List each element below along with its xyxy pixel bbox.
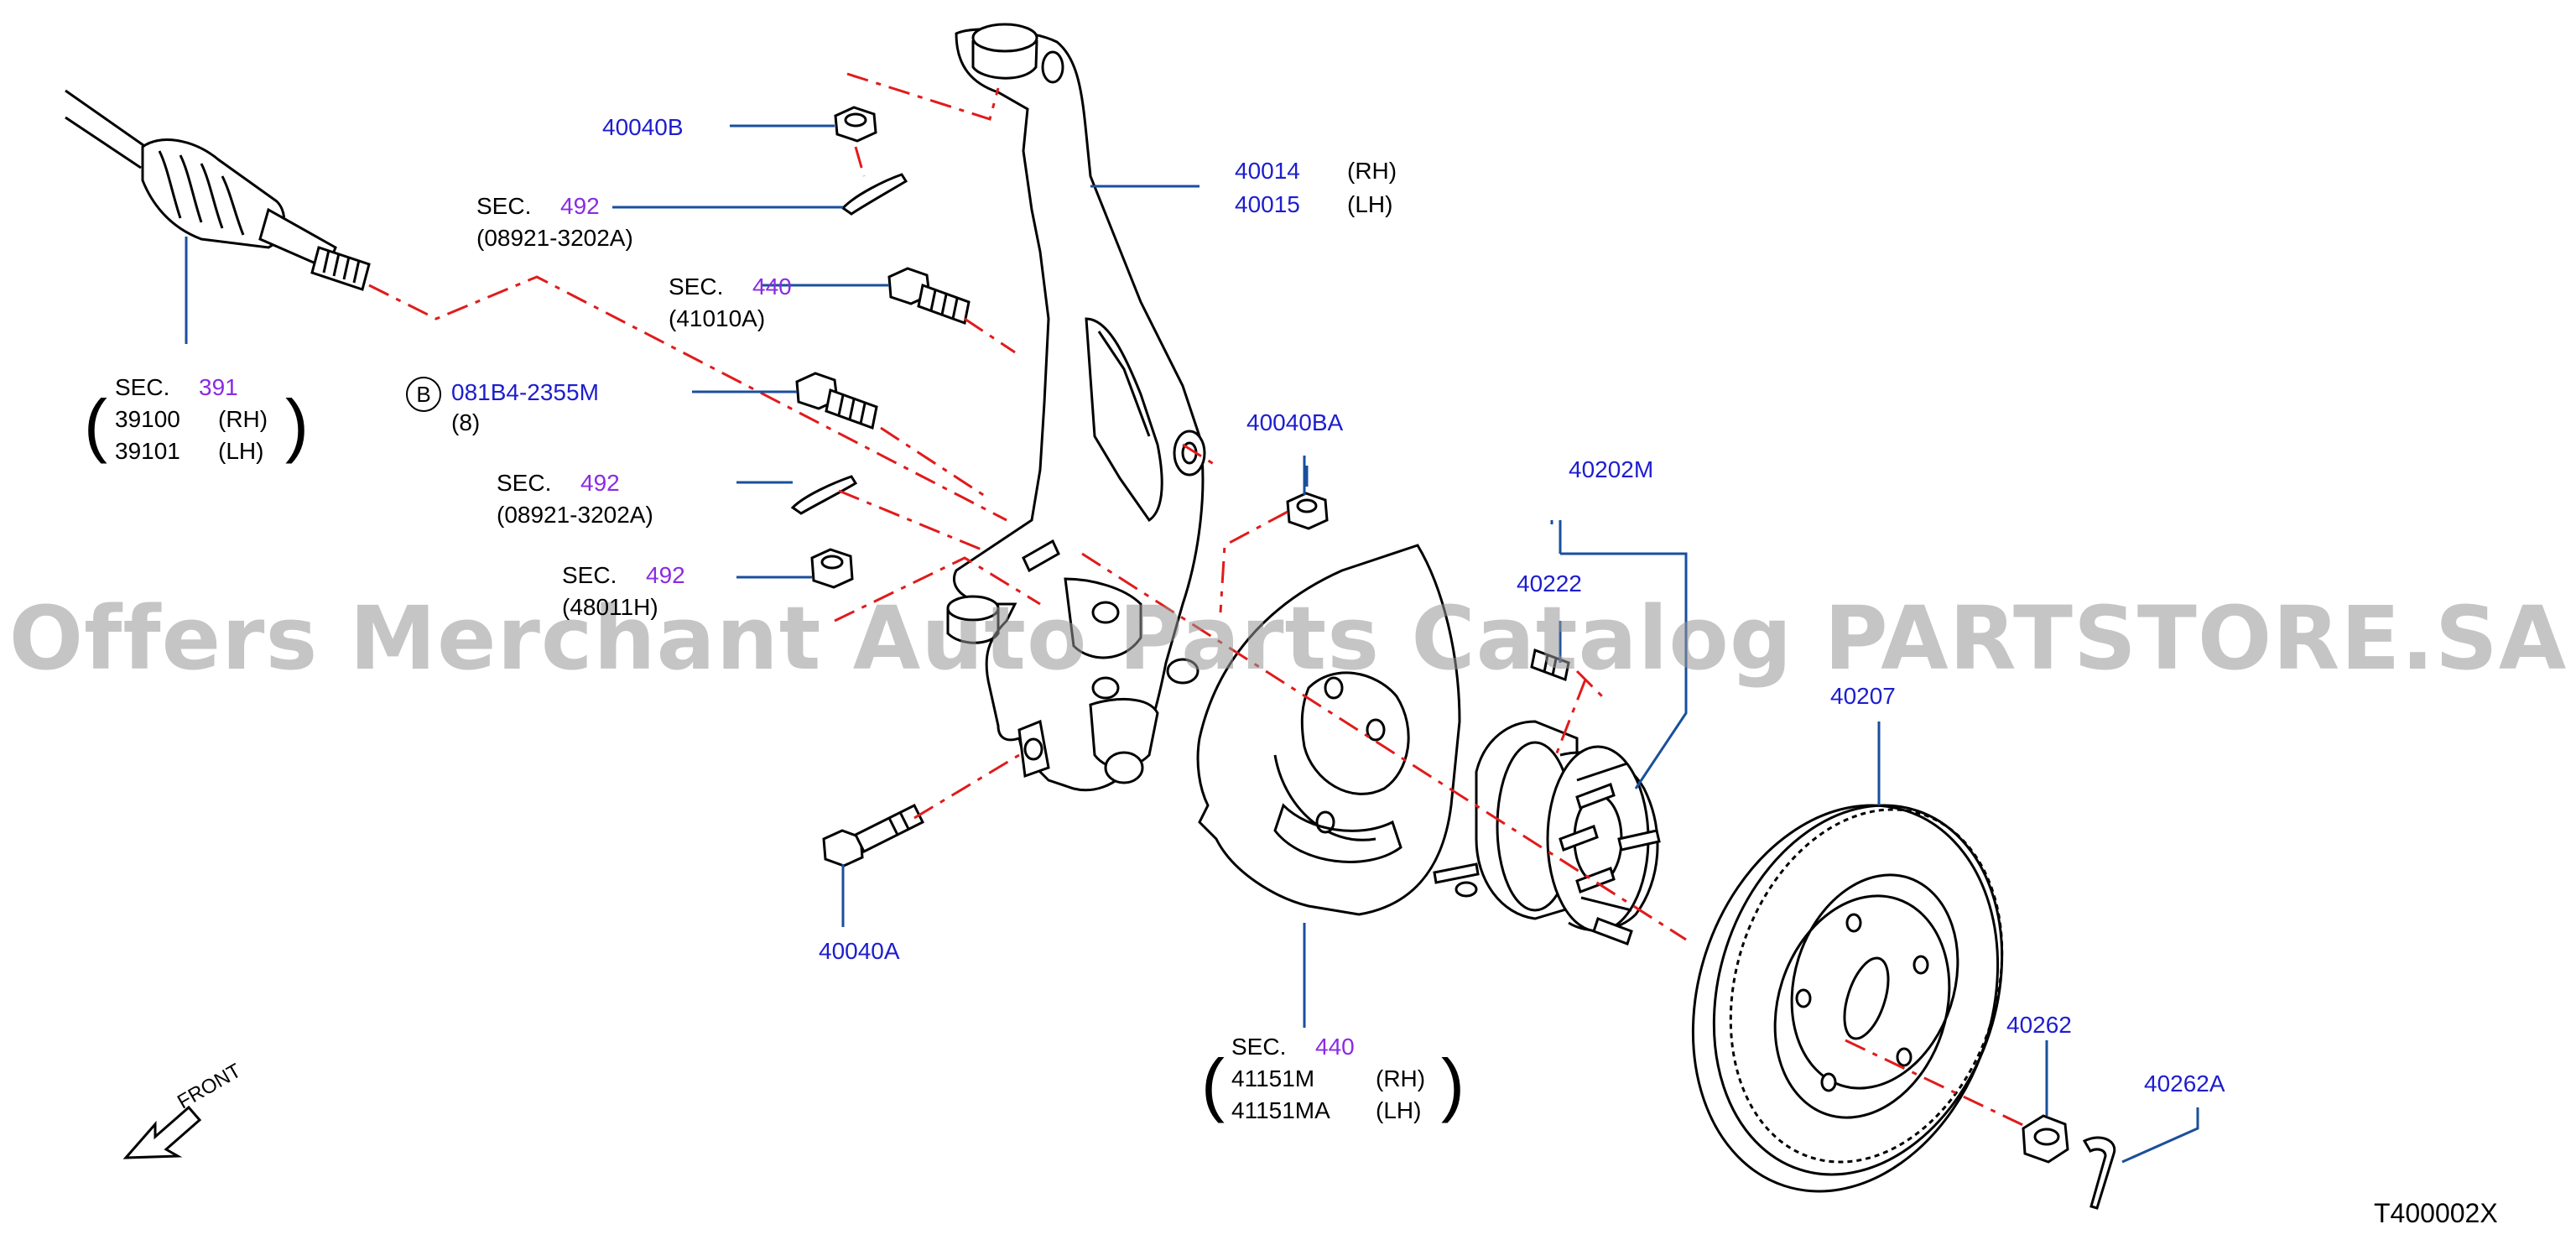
sec492-low-sub: (48011H) xyxy=(562,594,658,620)
bracket-right-41151: ) xyxy=(1441,1044,1465,1123)
sec492-mid-sub: (08921-3202A) xyxy=(497,502,653,528)
sec391-number[interactable]: 391 xyxy=(199,374,238,400)
brake-rotor[interactable] xyxy=(1645,765,2048,1231)
sec492-top-prefix: SEC. xyxy=(476,193,532,219)
callout-39100-side: (RH) xyxy=(218,406,268,432)
bracket-right-391: ) xyxy=(285,385,309,464)
bolt-b-symbol: B xyxy=(406,377,441,412)
callout-40262A[interactable]: 40262A xyxy=(2144,1070,2225,1097)
callout-40014[interactable]: 40014 xyxy=(1235,158,1300,184)
callout-40040B[interactable]: 40040B xyxy=(602,114,684,140)
sec440-top-prefix: SEC. xyxy=(669,273,724,300)
sec440-low-number[interactable]: 440 xyxy=(1315,1034,1355,1060)
hub-assembly[interactable] xyxy=(1433,720,1661,945)
callout-40207[interactable]: 40207 xyxy=(1830,683,1896,709)
callout-40015-side: (LH) xyxy=(1347,191,1393,217)
callout-40040BA[interactable]: 40040BA xyxy=(1246,409,1344,435)
sec440-low-prefix: SEC. xyxy=(1231,1034,1287,1060)
sec391-prefix: SEC. xyxy=(115,374,170,400)
centerlines xyxy=(368,72,2031,1130)
callout-40040A[interactable]: 40040A xyxy=(819,938,900,964)
callout-41151M[interactable]: 41151M xyxy=(1231,1065,1315,1091)
callout-41151M-side: (RH) xyxy=(1376,1065,1426,1091)
wheel-studs xyxy=(1559,783,1661,945)
bracket-left-391: ( xyxy=(84,385,107,464)
bolt-b-quantity: (8) xyxy=(451,409,481,435)
rotor-lug-holes xyxy=(1795,913,1929,1092)
sec440-top-sub: (41010A) xyxy=(669,305,766,331)
hardware[interactable] xyxy=(790,106,2116,1210)
sec492-top-number[interactable]: 492 xyxy=(560,193,600,219)
backing-plate[interactable] xyxy=(1196,544,1461,916)
callout-41151MA-side: (LH) xyxy=(1376,1097,1422,1123)
watermark-text: Offers Merchant Auto Parts Catalog PARTS… xyxy=(8,587,2568,690)
callout-081B4-2355M[interactable]: 081B4-2355M xyxy=(451,379,599,405)
drive-shaft[interactable] xyxy=(65,89,371,291)
callout-40202M[interactable]: 40202M xyxy=(1569,456,1654,482)
callout-40222[interactable]: 40222 xyxy=(1517,570,1582,596)
callout-41151MA[interactable]: 41151MA xyxy=(1231,1097,1330,1123)
sec492-low-number[interactable]: 492 xyxy=(646,562,685,588)
callout-39101[interactable]: 39101 xyxy=(115,438,180,464)
sec492-mid-number[interactable]: 492 xyxy=(580,470,620,496)
callout-40262[interactable]: 40262 xyxy=(2006,1012,2072,1038)
front-arrow xyxy=(122,1105,202,1159)
callout-40015[interactable]: 40015 xyxy=(1235,191,1300,217)
callout-39100[interactable]: 39100 xyxy=(115,406,180,432)
sec492-top-sub: (08921-3202A) xyxy=(476,225,633,251)
callout-40014-side: (RH) xyxy=(1347,158,1397,184)
sec492-low-prefix: SEC. xyxy=(562,562,617,588)
callout-39101-side: (LH) xyxy=(218,438,264,464)
sec492-mid-prefix: SEC. xyxy=(497,470,552,496)
drawing-code: T400002X xyxy=(2374,1198,2498,1228)
leader-lines xyxy=(185,124,2199,1164)
sec440-top-number[interactable]: 440 xyxy=(752,273,792,300)
steering-knuckle[interactable] xyxy=(946,23,1206,792)
bracket-left-41151: ( xyxy=(1201,1044,1225,1123)
